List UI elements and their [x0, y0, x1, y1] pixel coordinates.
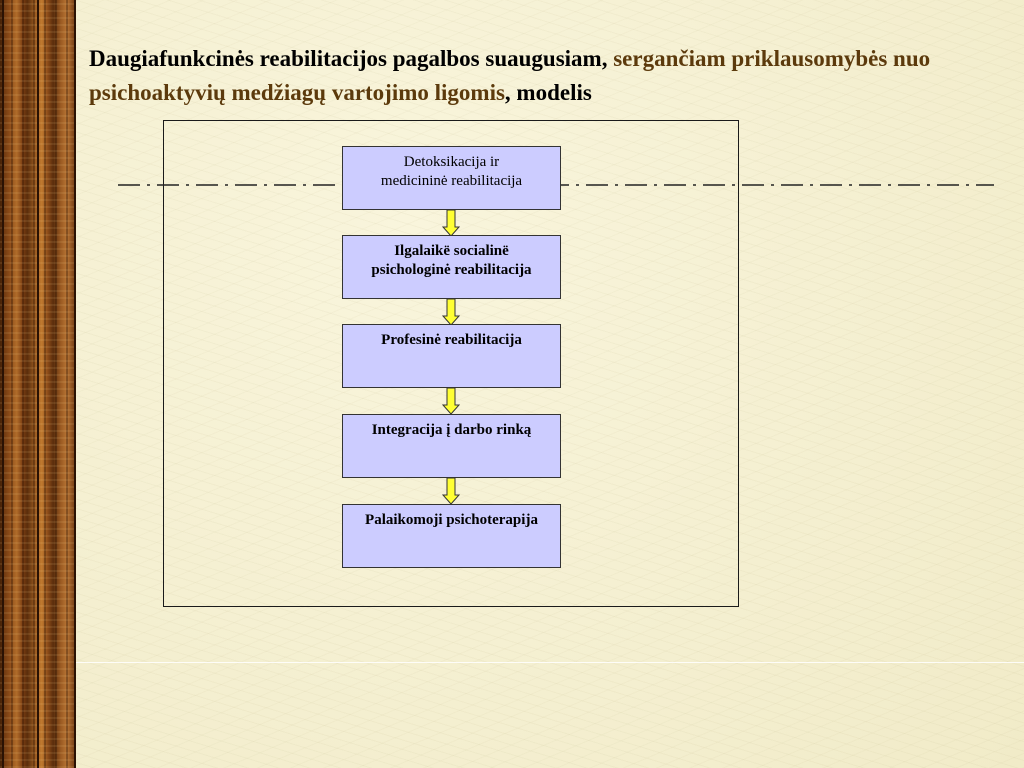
- flow-arrow-down: [441, 298, 461, 326]
- slide-title-end: , modelis: [504, 80, 592, 105]
- flow-arrow-down: [441, 477, 461, 505]
- wood-border-line: [74, 0, 76, 768]
- wood-border-line: [37, 0, 39, 768]
- flow-step-labor-market-integration: Integracija į darbo rinką: [342, 414, 561, 478]
- flow-arrow-down: [441, 209, 461, 237]
- slide-footer-rule: [76, 662, 1024, 663]
- flow-step-detoxification: Detoksikacija ir medicininė reabilitacij…: [342, 146, 561, 210]
- flow-step-label: Ilgalaikë socialinë: [394, 243, 509, 259]
- flow-step-social-psychological-rehabilitation: Ilgalaikë socialinë psichologinė reabili…: [342, 235, 561, 299]
- flow-step-label: Integracija į darbo rinką: [371, 422, 532, 438]
- slide-title: Daugiafunkcinės reabilitacijos pagalbos …: [89, 42, 1009, 110]
- flow-step-professional-rehabilitation: Profesinė reabilitacija: [342, 324, 561, 388]
- flow-arrow-down: [441, 387, 461, 415]
- flow-step-maintenance-psychotherapy: Palaikomoji psichoterapija: [342, 504, 561, 568]
- flow-step-label: Profesinė reabilitacija: [381, 332, 522, 348]
- flow-step-label: medicininė reabilitacija: [380, 173, 523, 189]
- flow-step-label: psichologinė reabilitacija: [371, 262, 532, 278]
- diagram-frame: [163, 120, 739, 607]
- slide-title-accent: sergančiam priklausomybės nuo psichoakty…: [89, 46, 931, 105]
- flow-step-label: Palaikomoji psichoterapija: [365, 512, 538, 528]
- slide-title-main: Daugiafunkcinės reabilitacijos pagalbos …: [89, 46, 608, 71]
- flow-step-label: Detoksikacija ir: [403, 154, 500, 170]
- wood-border-decoration: [0, 0, 76, 768]
- wood-border-line: [2, 0, 4, 768]
